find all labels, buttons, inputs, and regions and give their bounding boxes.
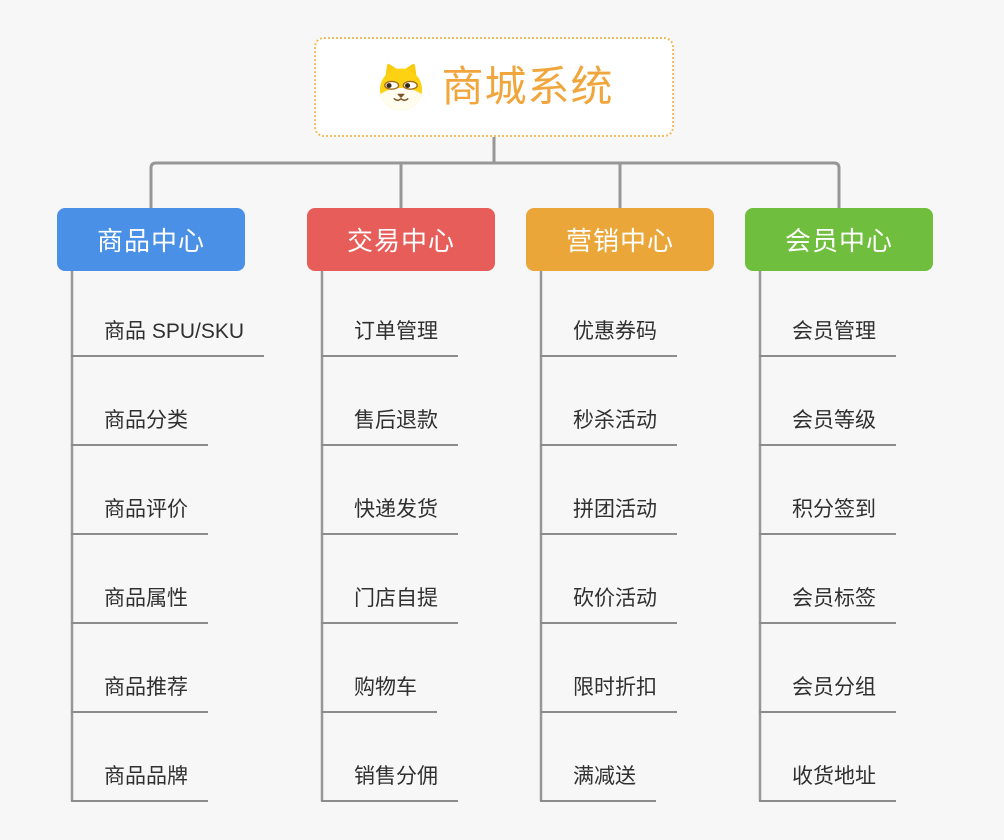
leaf-node[interactable]: 商品品牌 xyxy=(71,762,208,802)
branch-node-2[interactable]: 营销中心 xyxy=(526,208,714,271)
leaf-node[interactable]: 快递发货 xyxy=(321,495,458,535)
root-title: 商城系统 xyxy=(441,63,614,110)
leaf-node[interactable]: 限时折扣 xyxy=(540,673,677,713)
leaf-node[interactable]: 优惠券码 xyxy=(540,317,677,357)
root-node[interactable]: 商城系统 xyxy=(314,37,674,137)
leaf-node[interactable]: 商品评价 xyxy=(71,495,208,535)
leaf-node[interactable]: 商品分类 xyxy=(71,406,208,446)
leaf-node[interactable]: 会员管理 xyxy=(759,317,896,357)
leaf-node[interactable]: 会员标签 xyxy=(759,584,896,624)
leaf-node[interactable]: 秒杀活动 xyxy=(540,406,677,446)
leaf-node[interactable]: 商品 SPU/SKU xyxy=(71,317,265,357)
leaf-node[interactable]: 商品推荐 xyxy=(71,673,208,713)
branch-node-3[interactable]: 会员中心 xyxy=(745,208,933,271)
leaf-node[interactable]: 砍价活动 xyxy=(540,584,677,624)
leaf-node[interactable]: 收货地址 xyxy=(759,762,896,802)
leaf-node[interactable]: 满减送 xyxy=(540,762,656,802)
leaf-node[interactable]: 销售分佣 xyxy=(321,762,458,802)
leaf-node[interactable]: 门店自提 xyxy=(321,584,458,624)
leaf-node[interactable]: 售后退款 xyxy=(321,406,458,446)
leaf-node[interactable]: 购物车 xyxy=(321,673,437,713)
leaf-node[interactable]: 积分签到 xyxy=(759,495,896,535)
branch-node-0[interactable]: 商品中心 xyxy=(57,208,245,271)
leaf-node[interactable]: 会员等级 xyxy=(759,406,896,446)
branch-node-1[interactable]: 交易中心 xyxy=(307,208,495,271)
leaf-node[interactable]: 拼团活动 xyxy=(540,495,677,535)
leaf-node[interactable]: 订单管理 xyxy=(321,317,458,357)
leaf-node[interactable]: 商品属性 xyxy=(71,584,208,624)
doge-icon xyxy=(380,63,423,111)
leaf-node[interactable]: 会员分组 xyxy=(759,673,896,713)
